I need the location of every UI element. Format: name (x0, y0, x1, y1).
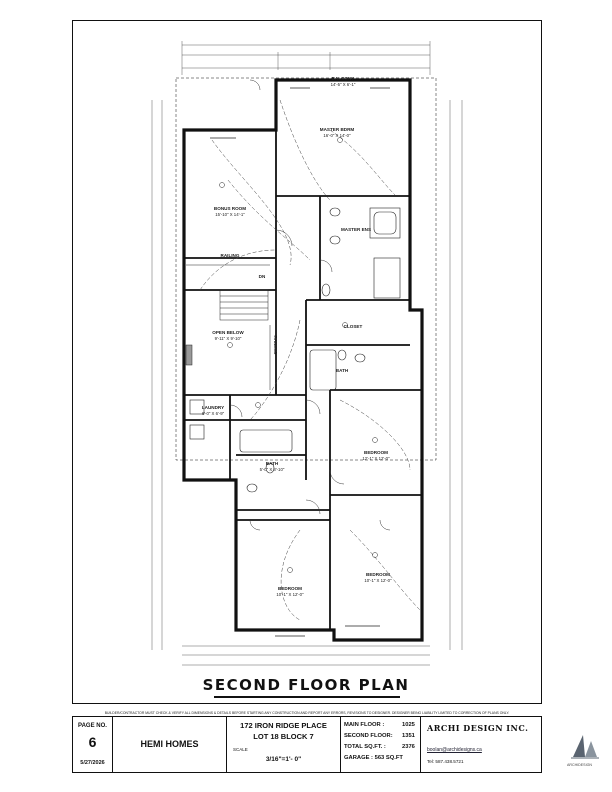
area-cell: MAIN FLOOR :1025 SECOND FLOOR:1351 TOTAL… (341, 717, 421, 772)
light-fixtures (219, 137, 378, 573)
firm-phone: Tel: 587.438.5721 (427, 759, 464, 764)
scale-value: 3/16"=1'- 0" (265, 756, 302, 763)
room-label: MASTER BDRM (320, 127, 355, 132)
room-label: OPEN BELOW (212, 330, 244, 335)
room-label: BEDROOM (366, 572, 390, 577)
room-size: 14'-5" X 6'-1" (331, 82, 356, 87)
garage-area: GARAGE : 563 SQ.FT (344, 755, 403, 761)
firm-name: ARCHI DESIGN INC. (427, 723, 529, 733)
address-cell: 172 IRON RIDGE PLACE LOT 18 BLOCK 7 SCAL… (227, 717, 341, 772)
room-label: RAILING (221, 253, 240, 258)
room-size: 10'-1" X 12'-0" (364, 578, 392, 583)
windows (210, 87, 390, 637)
logo-caption: ARCHIDESIGN (567, 763, 592, 767)
room-size: 5'-0" X 8'-10" (260, 467, 285, 472)
second-floor-area: SECOND FLOOR:1351 (344, 733, 415, 739)
scale-label: SCALE (233, 747, 248, 752)
room-size: 16'-0" X 14'-0" (323, 133, 351, 138)
room-size: 12'-1" X 12'-0" (362, 456, 390, 461)
room-size: 9'-11" X 9'-10" (215, 336, 242, 341)
drawing-title: SECOND FLOOR PLAN (202, 676, 410, 694)
page-number: 6 (88, 734, 97, 750)
room-label: BALCONY (332, 76, 355, 81)
address-line1: 172 IRON RIDGE PLACE (240, 721, 327, 730)
room-label: RAILING (273, 336, 278, 355)
drawing-border (72, 20, 542, 704)
doors (229, 79, 391, 531)
room-label: DN (259, 274, 266, 279)
builder-disclaimer: BUILDER/CONTRACTOR MUST CHECK & VERIFY A… (104, 711, 510, 715)
client-name: HEMI HOMES (140, 739, 199, 749)
page-cell: PAGE NO. 6 5/27/2026 (73, 717, 113, 772)
room-size: 10'-1" X 12'-0" (276, 592, 304, 597)
address-line2: LOT 18 BLOCK 7 (253, 732, 314, 741)
room-label: BEDROOM (364, 450, 388, 455)
room-label: BONUS ROOM (214, 206, 246, 211)
interior-walls (184, 130, 422, 630)
client-cell: HEMI HOMES (113, 717, 227, 772)
room-label: BATH (336, 368, 349, 373)
room-size: 6'-0" X 6'-9" (202, 411, 225, 416)
room-label: MASTER ENS (341, 227, 371, 232)
room-label: BEDROOM (278, 586, 302, 591)
room-size: 15'-10" X 14'-1" (215, 212, 245, 217)
firm-email-link[interactable]: boolan@archidesigns.ca (427, 747, 482, 753)
staircase (185, 264, 271, 390)
room-label: CLOSET (344, 324, 363, 329)
exterior-walls (175, 77, 437, 642)
room-labels: BALCONY 14'-5" X 6'-1" MASTER BDRM 16'-0… (202, 76, 392, 597)
total-area: TOTAL SQ.FT. :2376 (344, 744, 415, 750)
firm-logo-icon (571, 735, 599, 759)
electrical-runs (199, 99, 421, 621)
dimension-lines (151, 41, 463, 666)
main-floor-area: MAIN FLOOR :1025 (344, 722, 415, 728)
room-label: BATH (266, 461, 279, 466)
title-block: PAGE NO. 6 5/27/2026 HEMI HOMES 172 IRON… (72, 716, 599, 773)
room-label: LAUNDRY (202, 405, 224, 410)
firm-cell: ARCHI DESIGN INC. boolan@archidesigns.ca… (421, 717, 599, 772)
title-underline (214, 696, 400, 698)
page-label: PAGE NO. (78, 723, 107, 729)
plumbing-fixtures (189, 207, 401, 493)
drawing-date: 5/27/2026 (80, 760, 105, 766)
